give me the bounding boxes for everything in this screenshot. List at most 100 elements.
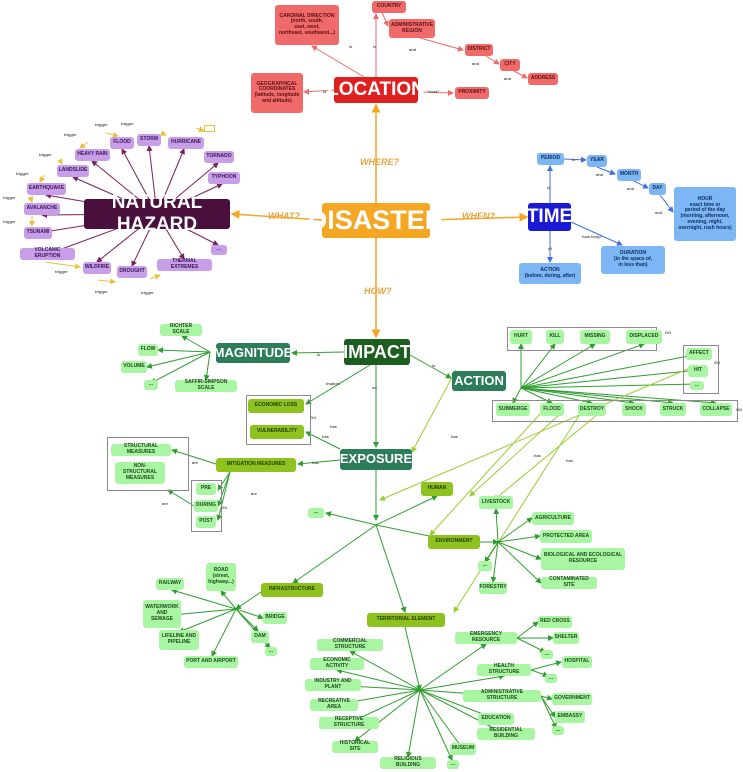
connector-line	[297, 459, 341, 467]
railway-node: RAILWAY	[156, 578, 184, 590]
edge-label-go: GO	[665, 330, 672, 335]
edge-label-on: on	[372, 385, 377, 390]
connector-line	[167, 489, 195, 507]
connector-line	[484, 541, 499, 563]
time-action-node: ACTION (before, during, after)	[519, 263, 581, 284]
what-label: WHAT?	[268, 211, 300, 221]
connector-line	[570, 221, 623, 246]
edge-label-is: is	[349, 44, 353, 49]
connector-line	[485, 55, 500, 65]
edge-label-trigger: trigger	[95, 122, 108, 127]
infrastructure-more-node: ...	[265, 647, 277, 656]
connector-line	[379, 364, 698, 501]
month-node: MONTH	[617, 169, 641, 181]
edge-label-trigger: trigger	[39, 152, 52, 157]
connector-line	[217, 471, 231, 491]
connector-line	[540, 694, 553, 701]
connector-line	[520, 381, 698, 389]
district-node: DISTRICT	[465, 44, 493, 56]
affect-node: AFFECT	[686, 348, 712, 360]
collapse-node: COLLAPSE	[700, 403, 732, 416]
connector-line	[105, 131, 119, 138]
structural-measures-node: STRUCTURAL MEASURES	[111, 443, 171, 456]
connector-line	[349, 650, 421, 691]
connector-line	[453, 413, 581, 613]
connector-line	[497, 533, 541, 543]
livestock-node: LIVESTOCK	[479, 496, 513, 509]
edge-label-is: is	[373, 44, 377, 49]
connector-line	[235, 591, 262, 610]
edge-label-is: is	[572, 157, 576, 162]
submerge-node: SUBMERGE	[496, 403, 530, 416]
lifeline-pipeline-node: LIFELINE AND PIPELINE	[159, 630, 199, 650]
connector-line	[311, 45, 365, 78]
connector-line	[516, 637, 546, 653]
connector-line	[516, 621, 539, 639]
connector-line	[659, 194, 674, 213]
connector-line	[235, 608, 264, 620]
connector-line	[419, 689, 506, 735]
hour-node: HOUR exact time or period of the day (mo…	[674, 187, 736, 241]
hazard-extra-frame	[204, 125, 215, 132]
address-node: ADDRESS	[528, 73, 558, 85]
agriculture-node: AGRICULTURE	[532, 512, 574, 525]
cardinal-direction-node: CARDINAL DIRECTION (north, south, east, …	[275, 5, 339, 45]
connector-line	[429, 212, 529, 222]
connector-line	[409, 354, 452, 379]
edge-label-near: "near"	[427, 89, 440, 94]
connector-line	[44, 261, 81, 270]
connector-line	[57, 158, 63, 165]
forestry-node: FORESTRY	[479, 582, 507, 594]
dam-node: DAM	[251, 631, 269, 643]
connector-line	[325, 511, 377, 526]
connector-line	[563, 156, 587, 163]
avalanche-node: AVALANCHE	[24, 203, 60, 215]
economic-loss-node: ECONOMIC LOSS	[248, 399, 304, 413]
connector-line	[171, 448, 217, 465]
connector-line	[417, 89, 454, 96]
day-node: DAY	[649, 183, 666, 195]
connector-line	[419, 689, 464, 750]
edge-label-has: has	[566, 458, 573, 463]
hurt-node: HURT	[510, 330, 532, 344]
edge-label-how-long: how long?	[582, 234, 602, 239]
recreative-area-node: RECREATIVE AREA	[310, 698, 358, 711]
territorial-more-node: ...	[447, 760, 459, 769]
when-label: WHEN?	[462, 211, 495, 221]
connector-line	[497, 541, 542, 560]
health-more-node: ...	[545, 674, 557, 683]
volume-node: VOLUME	[121, 361, 147, 373]
religious-building-node: RELIGIOUS BUILDING	[380, 756, 436, 769]
connector-line	[375, 524, 407, 613]
connector-line	[39, 174, 46, 183]
environment-more-node: ...	[478, 561, 492, 571]
storm-node: STORM	[137, 134, 161, 146]
connector-line	[497, 541, 542, 584]
connector-line	[520, 367, 699, 389]
edge-label-has: has	[451, 434, 458, 439]
missing-node: MISSING	[580, 330, 610, 344]
historical-site-node: HISTORICAL SITE	[332, 740, 378, 753]
edge-label-and: and	[409, 47, 417, 52]
flood-node: FLOOD	[110, 137, 134, 149]
physical-effects-frame	[492, 400, 738, 422]
connector-line	[493, 508, 500, 543]
edge-label-and: and	[504, 76, 512, 81]
connector-line	[216, 471, 231, 521]
environment-node: ENVIRONMENT	[428, 535, 480, 549]
edge-label-has: has	[322, 434, 329, 439]
connector-line	[79, 141, 89, 149]
emergency-resource-node: EMERGENCY RESOURCE	[455, 631, 517, 644]
proximity-node: PROXIMITY	[455, 87, 489, 99]
hazard-more-node: ...	[211, 245, 227, 255]
protected-area-node: PROTECTED AREA	[540, 530, 592, 543]
displaced-node: DISPLACED	[626, 330, 662, 344]
edge-label-go: GO	[736, 407, 743, 412]
connector-line	[419, 643, 487, 691]
connector-line	[520, 343, 596, 389]
connector-line	[520, 343, 556, 389]
edge-label-trigger: trigger	[95, 289, 108, 294]
connector-line	[513, 70, 528, 79]
edge-label-and: and	[596, 172, 604, 177]
connector-line	[97, 278, 116, 285]
